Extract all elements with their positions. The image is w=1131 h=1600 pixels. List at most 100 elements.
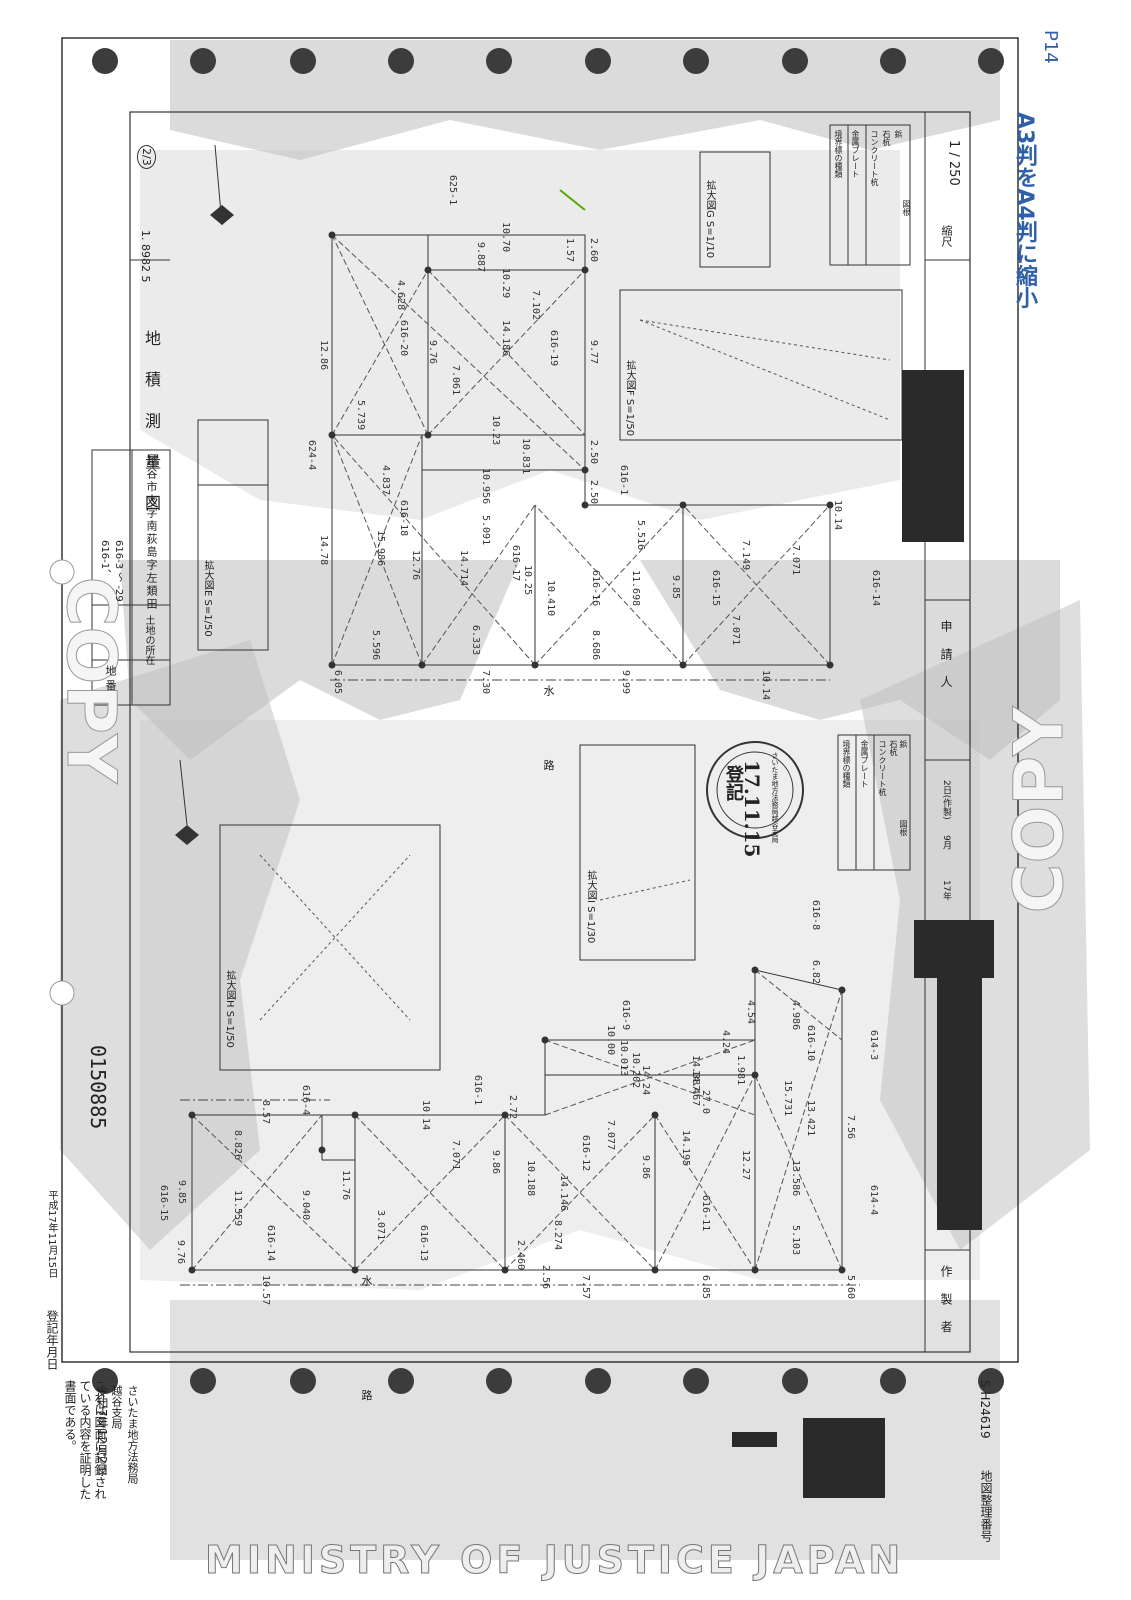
dimension-label: 5.739 (355, 400, 366, 431)
road-label: 水 路 (360, 1275, 373, 1451)
registry-stamp (706, 741, 804, 839)
parcel-label: 616-15 (158, 1185, 169, 1222)
lot-label: 地 番 (104, 665, 117, 691)
dimension-label: 2.72 (507, 1095, 518, 1120)
parcel-label: 616-1 (472, 1075, 483, 1106)
parcel-label: 616-1 (618, 465, 629, 496)
dimension-label: 7.56 (845, 1115, 856, 1140)
dimension-label: 10.70 (500, 222, 511, 253)
binding-hole (978, 1368, 1004, 1394)
dimension-label: 2.56 (540, 1265, 551, 1290)
sheet-number: 2/3 (137, 145, 156, 169)
dimension-label: 14.714 (458, 550, 469, 587)
parcel-label: 614-3 (868, 1030, 879, 1061)
dimension-label: 6.05 (332, 670, 343, 695)
maker-label: 作 製 者 (939, 1265, 953, 1339)
dimension-label: 9.76 (175, 1240, 186, 1265)
dimension-label: 2.50 (588, 480, 599, 505)
dimension-label: 12.86 (318, 340, 329, 371)
legend-item: 鋲 (899, 740, 908, 748)
dimension-label: 10.57 (260, 1275, 271, 1306)
dimension-label: 14.24 (640, 1065, 651, 1096)
title-block (91, 449, 171, 706)
registry-date-value: 平成17年11月15日 (46, 1190, 57, 1279)
dimension-label: 15.986 (375, 530, 386, 567)
date-cell: 9月 (941, 835, 951, 850)
binding-hole (92, 1368, 118, 1394)
dimension-label: 10.23 (490, 415, 501, 446)
parcel-label: 616-12 (580, 1135, 591, 1172)
dimension-label: 9.86 (640, 1155, 651, 1180)
series-number: 0150885 (86, 1045, 110, 1130)
dimension-label: 2.60 (588, 238, 599, 263)
lot-value-2: 616-3 ～ -29 (113, 540, 124, 602)
date-cell: 17年 (941, 880, 951, 901)
dimension-label: 7.30 (480, 670, 491, 695)
dimension-label: 10.188 (525, 1160, 536, 1197)
dimension-label: 11.559 (232, 1190, 243, 1227)
dimension-label: 10.29 (500, 268, 511, 299)
dimension-label: 7.57 (580, 1275, 591, 1300)
legend-item: 金属プレート (851, 130, 860, 178)
parcel-label: 616-18 (398, 500, 409, 537)
north-arrow-icon (210, 144, 234, 226)
dimension-label: 9.85 (176, 1180, 187, 1205)
dimension-label: 2.460 (515, 1240, 526, 1271)
dimension-label: 9.99 (620, 670, 631, 695)
dimension-label: 12.27 (740, 1150, 751, 1181)
dimension-label: 7.149 (740, 540, 751, 571)
binding-hole (880, 48, 906, 74)
dimension-label: 3.071 (375, 1210, 386, 1241)
binding-hole (978, 48, 1004, 74)
legend-item: 鋲 (894, 130, 903, 138)
binding-hole (782, 48, 808, 74)
dimension-label: 14.195 (680, 1130, 691, 1167)
legend-title: 境界標の種類 (842, 740, 851, 788)
location-label: 土地の所在 (143, 615, 154, 665)
legend-item: コンクリート杭 (878, 740, 887, 796)
dimension-label: 9.77 (588, 340, 599, 365)
certification-date: 令和7年12月2日 (95, 1385, 109, 1476)
boundary-lines (180, 679, 860, 1286)
location-value: 越谷市大字南荻島字左類田 (145, 455, 158, 611)
survey-number-value: S H24619 (978, 1380, 992, 1439)
dimension-label: 5.091 (480, 515, 491, 546)
parcel-label: 616-9 (620, 1000, 631, 1031)
registry-office: さいたま地方法務局越谷支局 (110, 1385, 139, 1484)
parcel-label: 625-1 (447, 175, 458, 206)
dimension-label: 4.628 (395, 280, 406, 311)
outer-frame (61, 37, 1019, 1363)
legend-item: 図根 (902, 200, 911, 216)
binding-hole (683, 1368, 709, 1394)
legend-item: 金属プレート (860, 740, 869, 788)
binding-hole (388, 48, 414, 74)
dimension-label: 2.50 (588, 440, 599, 465)
title-prefix: 1. 8982 5 (139, 230, 152, 283)
dimension-label: 4.986 (790, 1000, 801, 1031)
dimension-label: 10.410 (545, 580, 556, 617)
dimension-label: 7.102 (530, 290, 541, 321)
dimension-label: 6.333 (470, 625, 481, 656)
redaction-block (803, 1418, 885, 1498)
parcel-label: 616-20 (398, 320, 409, 357)
road-label: 水 路 (542, 685, 555, 801)
dimension-label: 1.981 (735, 1055, 746, 1086)
dimension-label: 5.60 (845, 1275, 856, 1300)
dimension-label: 9.85 (670, 575, 681, 600)
dimension-label: 10.956 (480, 468, 491, 505)
survey-number-label: 地図整理番号 (979, 1470, 993, 1542)
binding-hole (880, 1368, 906, 1394)
dimension-label: 9.86 (490, 1150, 501, 1175)
binding-hole (486, 1368, 512, 1394)
dimension-label: 10.202 (630, 1052, 641, 1089)
redaction-block (732, 1432, 777, 1447)
parcel-label: 616-8 (810, 900, 821, 931)
parcel-label: 616-14 (870, 570, 881, 607)
dimension-label: 9.887 (475, 242, 486, 273)
survey-points (188, 231, 846, 1274)
dimension-label: 14.186 (500, 320, 511, 357)
binding-hole (388, 1368, 414, 1394)
dimension-label: 7.061 (450, 365, 461, 396)
